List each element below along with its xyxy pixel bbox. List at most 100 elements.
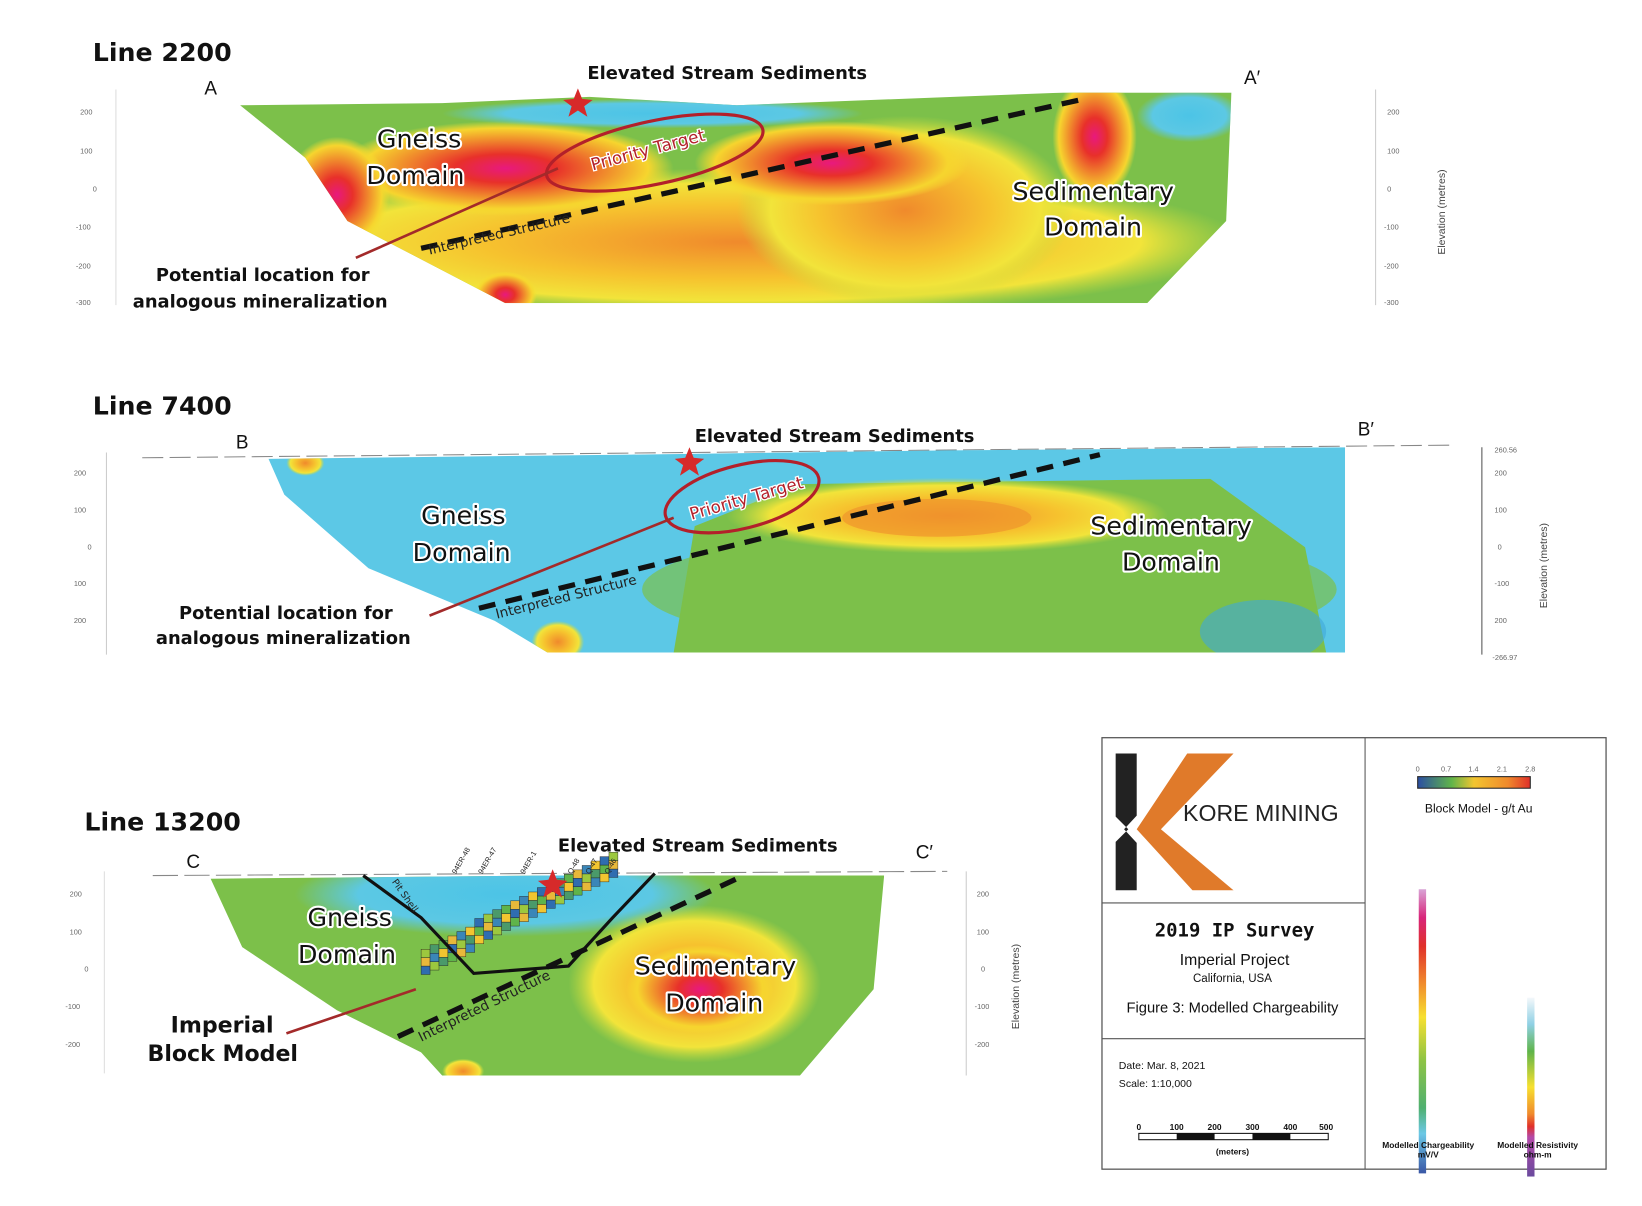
- scale-label: Scale: 1:10,000: [1119, 1078, 1192, 1090]
- block-model-cell: [483, 913, 493, 923]
- callout-line: [285, 987, 417, 1035]
- block-model-cell: [572, 878, 583, 887]
- block-model-cell: [501, 921, 511, 931]
- sedimentary-domain-label: Sedimentary: [635, 951, 796, 980]
- tick-label: 200: [80, 108, 92, 117]
- block-model-cell: [420, 957, 431, 967]
- sedimentary-domain-label: Domain: [1122, 547, 1220, 576]
- gneiss-domain-label: Gneiss: [377, 124, 461, 153]
- gneiss-domain-label: Gneiss: [307, 903, 391, 932]
- tick-label: 200: [74, 469, 86, 478]
- sedimentary-domain-label: Sedimentary: [1013, 177, 1174, 206]
- tick-label: -100: [1384, 222, 1399, 231]
- scale-tick: 200: [1208, 1122, 1222, 1132]
- left-elevation-axis: 200 100 0 100 200: [74, 452, 107, 655]
- tick-label: 100: [74, 579, 86, 588]
- block-model-cell: [519, 904, 529, 914]
- block-model-cell: [590, 877, 601, 887]
- block-model-cell: [438, 957, 449, 966]
- block-model-cell: [528, 891, 538, 901]
- scale-tick: 0: [1136, 1122, 1141, 1132]
- right-elevation-axis: 200 100 0 -100 -200 -300 Elevation (metr…: [1375, 89, 1448, 307]
- axis-label: Elevation (metres): [1538, 523, 1550, 608]
- block-model-cell: [447, 935, 458, 945]
- block-model-cell: [492, 909, 502, 919]
- block-model-cell: [429, 944, 440, 954]
- section-start-label: C: [186, 852, 200, 873]
- star-icon: [563, 88, 593, 117]
- chargeability-section: [240, 92, 1232, 304]
- colorbar-tick: 2.8: [1525, 764, 1535, 773]
- section-title: Line 13200: [84, 807, 240, 836]
- block-model-cell: [483, 922, 493, 932]
- block-model-cell: [420, 965, 431, 975]
- callout-line: [355, 167, 559, 260]
- block-model-cell: [474, 935, 484, 944]
- stream-sediments-label: Elevated Stream Sediments: [587, 63, 867, 84]
- scale-tick: 100: [1170, 1122, 1184, 1132]
- section-start-label: B: [236, 432, 249, 453]
- callout-label: analogous mineralization: [133, 291, 388, 312]
- colorbar-label: ohm-m: [1524, 1150, 1552, 1160]
- imperial-block-model: [420, 851, 619, 975]
- block-model-cell: [546, 899, 556, 909]
- tick-label: -100: [76, 222, 91, 231]
- tick-label: 100: [1387, 147, 1399, 156]
- tick-label: 0: [1387, 185, 1391, 194]
- tick-label: -100: [65, 1002, 80, 1011]
- tick-label: 200: [74, 616, 86, 625]
- section-end-label: B′: [1358, 420, 1375, 441]
- stream-sediments-label: Elevated Stream Sediments: [558, 835, 838, 856]
- colorbar-tick: 2.1: [1497, 764, 1507, 773]
- tick-label: 100: [74, 505, 86, 514]
- tick-label: -100: [975, 1002, 990, 1011]
- block-model-cell: [519, 896, 529, 906]
- block-model-cell: [608, 851, 619, 861]
- block-model-cell: [429, 953, 440, 962]
- block-model-cell: [465, 926, 475, 936]
- scale-tick: 400: [1283, 1122, 1297, 1132]
- interpreted-structure-line: [478, 452, 1101, 611]
- block-model-cell: [510, 909, 520, 918]
- tick-label: 200: [1495, 616, 1507, 625]
- date-label: Date: Mar. 8, 2021: [1119, 1060, 1206, 1072]
- axis-label: Elevation (metres): [1436, 169, 1448, 254]
- tick-label: 200: [70, 890, 82, 899]
- block-model-cell: [572, 886, 583, 896]
- block-model-colorbar: 0 0.7 1.4 2.1 2.8 Block Model - g/t Au: [1416, 764, 1536, 815]
- block-model-cell: [537, 895, 547, 905]
- section-title: Line 7400: [93, 392, 232, 421]
- star-icon: [674, 447, 705, 476]
- block-model-cell: [564, 882, 574, 892]
- gneiss-domain-label: Domain: [413, 538, 511, 567]
- block-model-cell: [474, 926, 484, 936]
- sedimentary-domain-label: Sedimentary: [1090, 512, 1251, 541]
- block-model-cell: [429, 961, 440, 971]
- scale-bar: 0 100 200 300 400 500 (meters): [1136, 1122, 1333, 1156]
- gneiss-domain-label: Domain: [366, 161, 464, 190]
- tick-label: -200: [76, 261, 91, 270]
- tick-label: 100: [80, 147, 92, 156]
- scale-unit: (meters): [1216, 1146, 1249, 1156]
- tick-label: 0: [1498, 542, 1502, 551]
- colorbar-label: Modelled Resistivity: [1497, 1140, 1578, 1150]
- tick-label: 0: [84, 964, 88, 973]
- interpreted-structure-line: [420, 96, 1085, 251]
- block-model-cell: [420, 949, 431, 958]
- block-model-cell: [528, 900, 538, 910]
- block-model-cell: [537, 904, 547, 914]
- star-icon: [537, 869, 568, 898]
- left-elevation-axis: 200 100 0 -100 -200: [65, 871, 105, 1074]
- interpreted-structure-line: [396, 876, 738, 1039]
- section-end-label: C′: [916, 843, 934, 864]
- block-model-cell: [465, 935, 475, 945]
- axis-label: Elevation (metres): [1010, 944, 1022, 1029]
- block-model-cell: [483, 930, 493, 940]
- tick-label: -200: [975, 1040, 990, 1049]
- survey-title: 2019 IP Survey: [1155, 920, 1315, 942]
- block-model-cell: [456, 939, 467, 949]
- callout-label: Potential location for: [156, 265, 370, 286]
- scale-tick: 300: [1245, 1122, 1259, 1132]
- tick-label: 200: [977, 890, 989, 899]
